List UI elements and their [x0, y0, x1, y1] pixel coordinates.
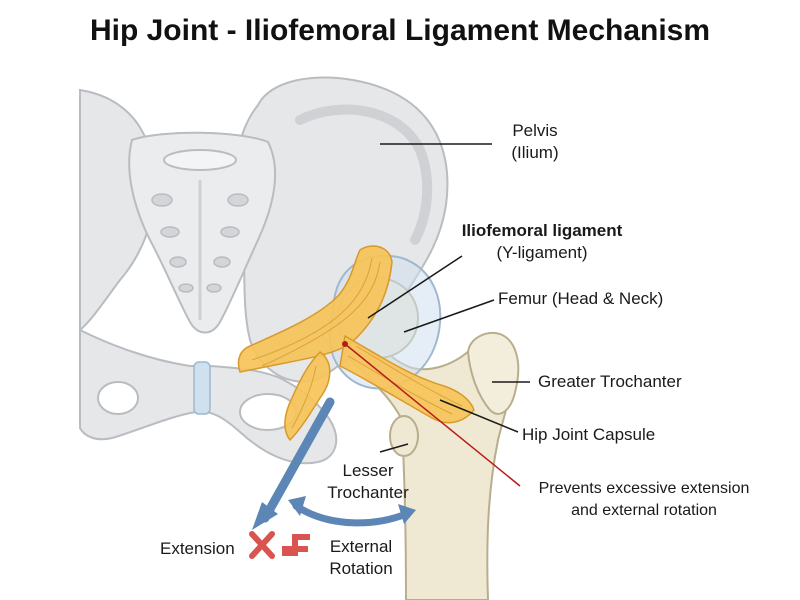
lesser-trochanter	[389, 415, 419, 457]
label-prevents: Prevents excessive extension and externa…	[520, 478, 768, 522]
label-lesser-line1: Lesser	[342, 461, 394, 480]
label-lesser-trochanter: Lesser Trochanter	[318, 460, 418, 504]
label-lesser-line2: Trochanter	[327, 483, 409, 502]
label-ligament-line1: Iliofemoral ligament	[461, 221, 623, 240]
label-ligament-line2: (Y-ligament)	[496, 243, 588, 262]
label-greater-trochanter: Greater Trochanter	[538, 372, 682, 391]
label-pelvis-line1: Pelvis	[512, 121, 558, 140]
label-pelvis-line2: (Ilium)	[511, 143, 559, 162]
label-prevents-line2: and external rotation	[571, 502, 717, 519]
label-external-line1: External	[329, 537, 393, 556]
sacrum	[128, 131, 277, 334]
label-external-line2: Rotation	[329, 559, 393, 578]
pubic-symphysis	[193, 361, 211, 415]
label-external-rotation: External Rotation	[316, 536, 406, 580]
label-femur: Femur (Head & Neck)	[498, 289, 664, 308]
label-pelvis: Pelvis (Ilium)	[490, 120, 580, 164]
label-prevents-line1: Prevents excessive extension	[538, 480, 750, 497]
page-title: Hip Joint - Iliofemoral Ligament Mechani…	[89, 14, 711, 47]
greater-trochanter	[466, 332, 520, 415]
x-mark-icon	[249, 531, 275, 559]
label-hip-joint-capsule: Hip Joint Capsule	[522, 425, 656, 444]
extension-arrow	[260, 397, 335, 523]
restriction-icon	[282, 534, 310, 556]
label-extension: Extension	[160, 539, 235, 558]
label-iliofemoral-ligament: Iliofemoral ligament (Y-ligament)	[452, 220, 632, 264]
rotation-arrow	[292, 502, 410, 527]
